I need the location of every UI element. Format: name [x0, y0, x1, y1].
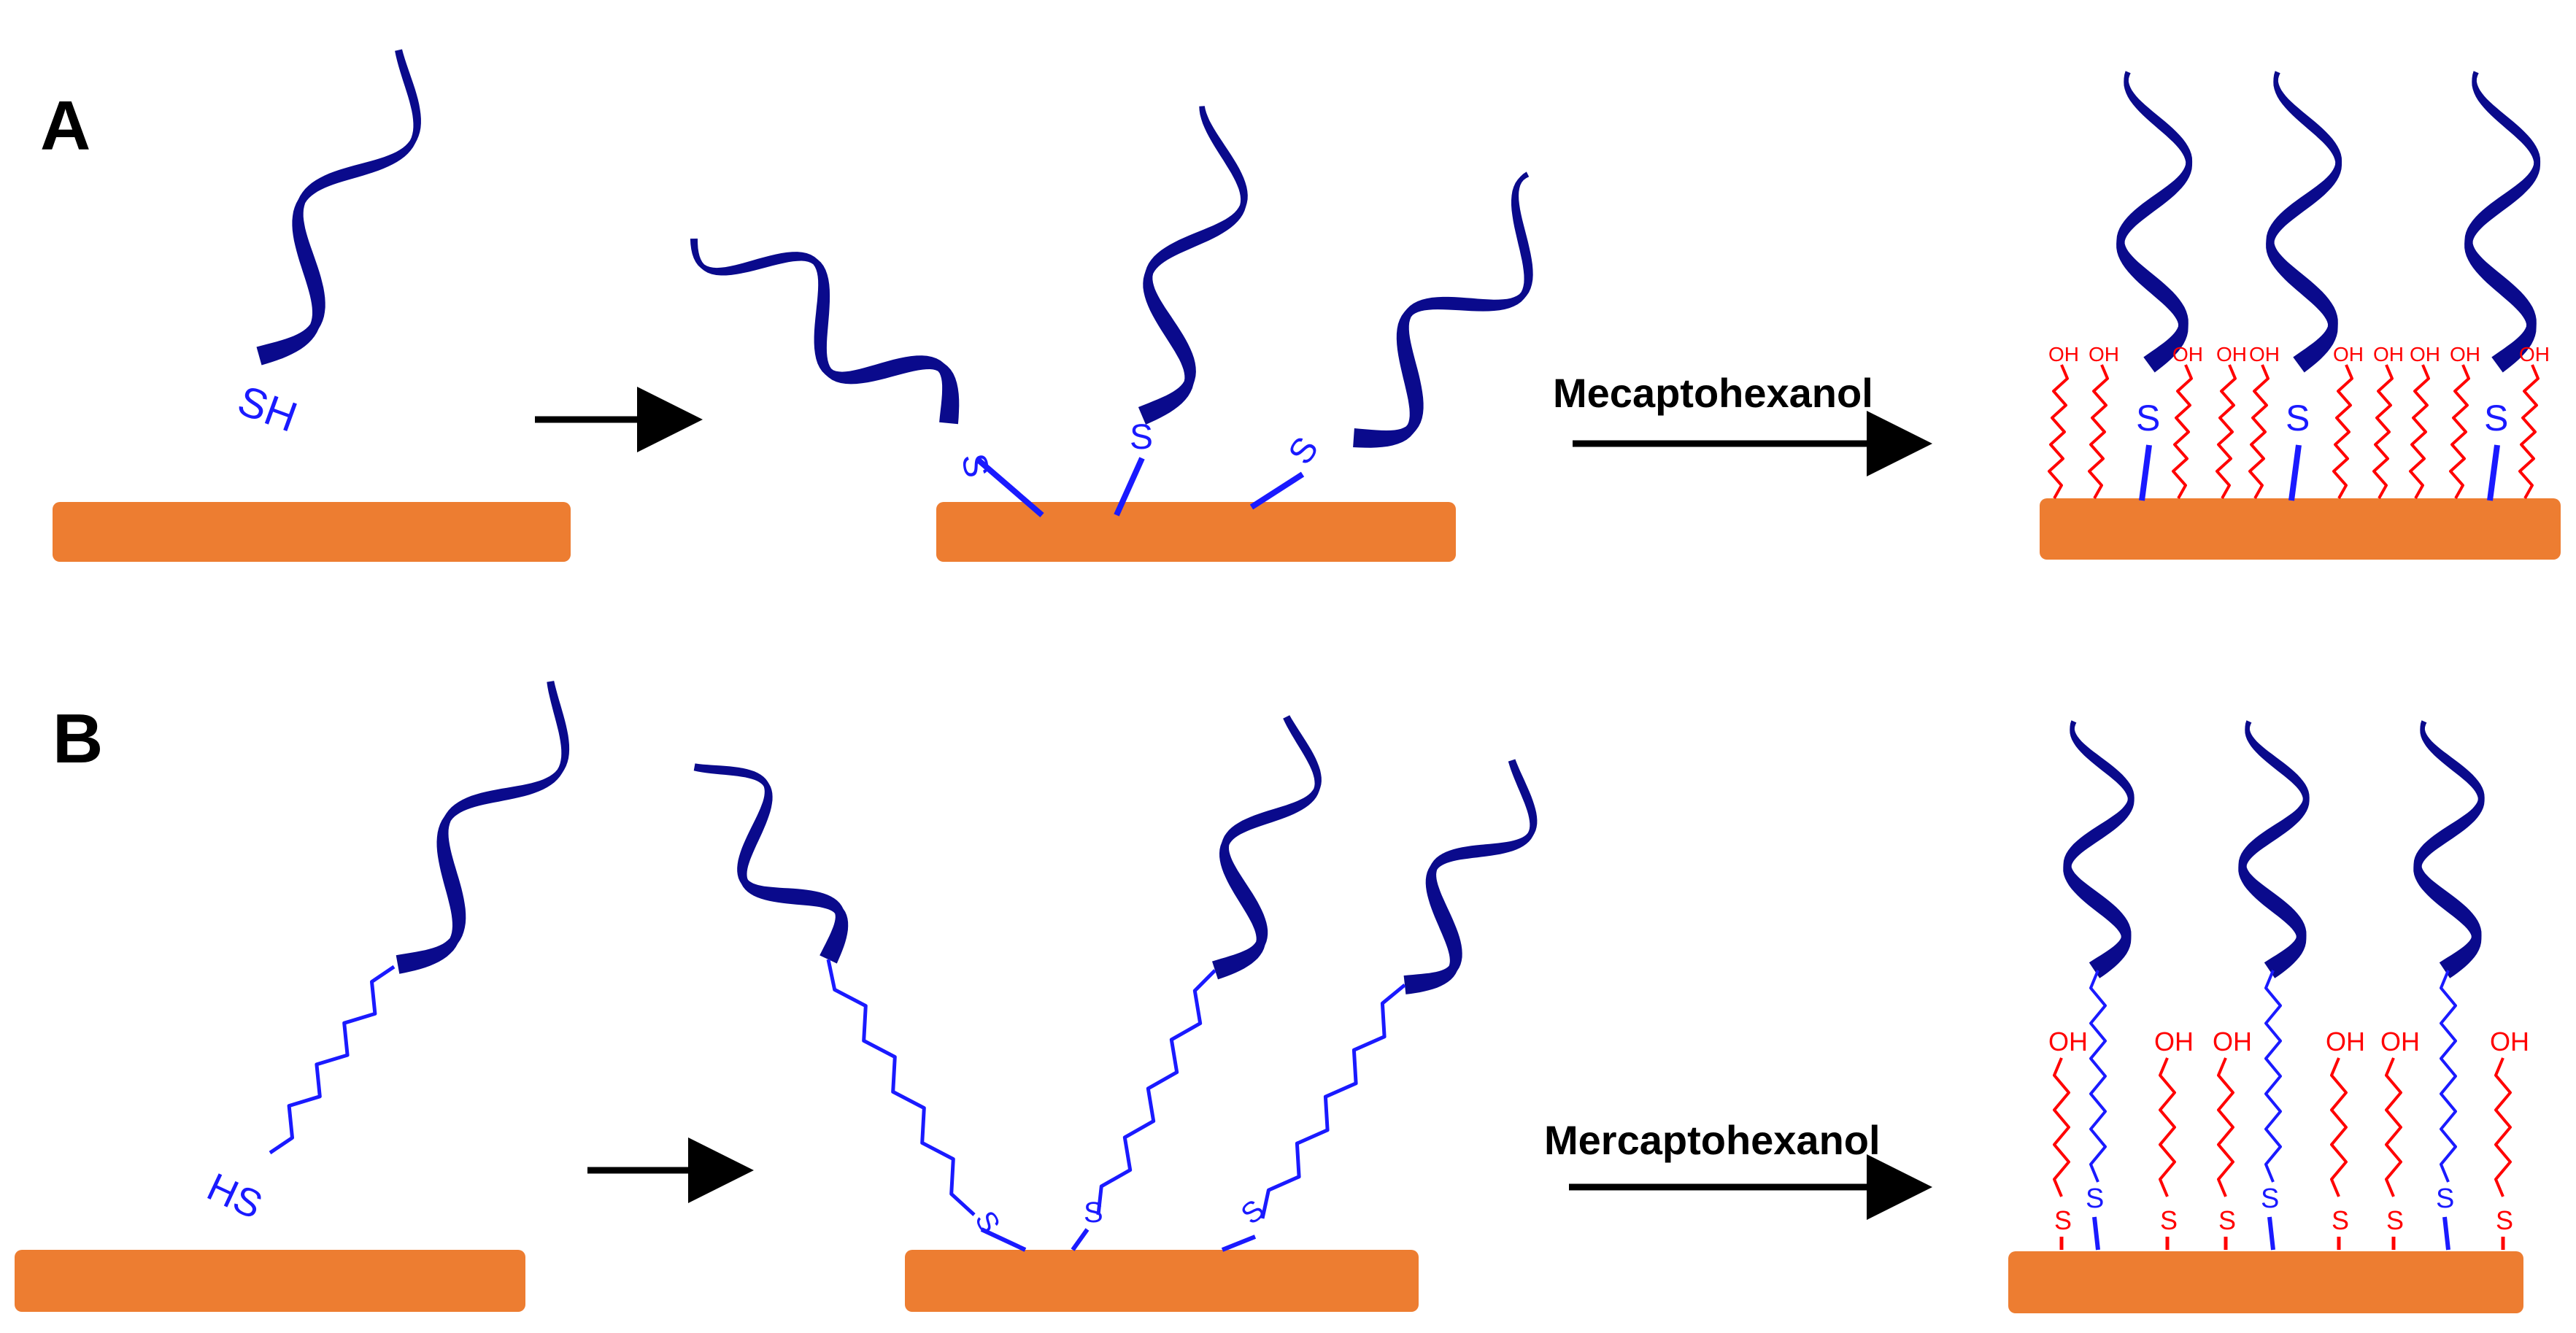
sulfur-label: S [2436, 1183, 2454, 1214]
dna-strand [2116, 71, 2193, 373]
hydroxyl-label: OH [2249, 343, 2280, 366]
mch-chain [2385, 1057, 2402, 1197]
gold-substrate [936, 502, 1456, 562]
alkyl-linker [1260, 984, 1406, 1219]
hydroxyl-label: OH [2326, 1027, 2365, 1056]
hydroxyl-label: OH [2519, 343, 2550, 366]
dna-strand [1353, 171, 1533, 448]
thiol-label: HS [201, 1164, 269, 1227]
dna-strand [2063, 720, 2135, 978]
dna-strand [1403, 759, 1538, 994]
mch-chain [2248, 364, 2270, 499]
mch-chain [2518, 364, 2540, 499]
sulfur-label: S [2261, 1183, 2279, 1214]
panel-a-label: A [40, 87, 90, 165]
alkyl-linker [2440, 970, 2457, 1183]
hydroxyl-label: OH [2490, 1027, 2529, 1056]
dna-strand [396, 681, 570, 974]
dna-strand [2464, 71, 2541, 373]
mch-chain [2332, 364, 2353, 499]
dna-strand [2266, 71, 2342, 373]
alkyl-linker [2264, 970, 2282, 1183]
mch-chain [2053, 1057, 2070, 1197]
thiol-linker [2487, 444, 2500, 501]
dna-strand [256, 49, 421, 366]
hydroxyl-label: OH [2450, 343, 2480, 366]
thiol-linker [1114, 457, 1145, 517]
mch-chain [2494, 1057, 2512, 1197]
hydroxyl-label: OH [2089, 343, 2119, 366]
sulfur-label: S [2496, 1205, 2513, 1235]
alkyl-linker [2089, 970, 2107, 1183]
mch-chain [2372, 364, 2394, 499]
thiol-linker [2092, 1216, 2100, 1251]
hydroxyl-label: OH [2216, 343, 2247, 366]
mch-chain [2159, 1057, 2176, 1197]
mch-chain [2048, 364, 2069, 499]
gold-substrate [2040, 498, 2561, 560]
gold-substrate [53, 502, 571, 562]
thiol-linker [1221, 1235, 1257, 1252]
thiol-linker [980, 1227, 1027, 1252]
mch-chain [2449, 364, 2470, 499]
sulfur-label: S [2086, 1183, 2104, 1214]
sulfur-label: S [2332, 1205, 2349, 1235]
dna-strand [2413, 720, 2485, 978]
gold-substrate [15, 1250, 525, 1312]
mch-chain [2172, 364, 2193, 499]
thiol-linker [1071, 1228, 1090, 1251]
thiol-linker [2288, 444, 2302, 501]
thiol-label: SH [232, 376, 304, 441]
sulfur-label: S [1130, 418, 1153, 457]
sulfur-label: S [2218, 1205, 2236, 1235]
sulfur-label: S [2484, 398, 2508, 438]
mch-chain [2088, 364, 2109, 499]
reagent-label-a: Mecaptohexanol [1553, 370, 1873, 416]
hydroxyl-label: OH [2373, 343, 2404, 366]
reagent-label-b: Mercaptohexanol [1544, 1117, 1881, 1163]
panel-b-label: B [53, 700, 103, 778]
mch-chain [2409, 364, 2430, 499]
alkyl-linker [1096, 969, 1216, 1216]
thiol-linker [2139, 444, 2152, 501]
gold-substrate [2008, 1251, 2523, 1313]
hydroxyl-label: OH [2333, 343, 2364, 366]
dna-strand [693, 763, 849, 964]
dna-strand [690, 239, 960, 425]
hydroxyl-label: OH [2048, 343, 2079, 366]
hydroxyl-label: OH [2154, 1027, 2194, 1056]
thiol-linker [1249, 471, 1305, 510]
alkyl-linker [826, 959, 976, 1216]
thiol-linker [976, 457, 1044, 518]
sulfur-label: S [2136, 398, 2160, 438]
sulfur-label: S [2160, 1205, 2178, 1235]
dna-strand [1138, 106, 1248, 425]
sulfur-label: S [2286, 398, 2310, 438]
sulfur-label: S [954, 451, 996, 481]
sulfur-label: S [1084, 1197, 1103, 1229]
hydroxyl-label: OH [2213, 1027, 2252, 1056]
dna-strand [1212, 715, 1322, 980]
hydroxyl-label: OH [2410, 343, 2440, 366]
thiol-linker [2267, 1216, 2275, 1251]
sulfur-label: S [2386, 1205, 2404, 1235]
gold-substrate [905, 1250, 1419, 1312]
hydroxyl-label: OH [2048, 1027, 2088, 1056]
mch-chain [2330, 1057, 2348, 1197]
mch-chain [2217, 1057, 2234, 1197]
thiol-linker [2442, 1216, 2450, 1251]
dna-strand [2238, 720, 2310, 978]
sulfur-label: S [2054, 1205, 2072, 1235]
hydroxyl-label: OH [2172, 343, 2203, 366]
alkyl-linker [269, 965, 396, 1155]
sulfur-label: S [1281, 430, 1327, 472]
hydroxyl-label: OH [2380, 1027, 2420, 1056]
mch-chain [2216, 364, 2237, 499]
